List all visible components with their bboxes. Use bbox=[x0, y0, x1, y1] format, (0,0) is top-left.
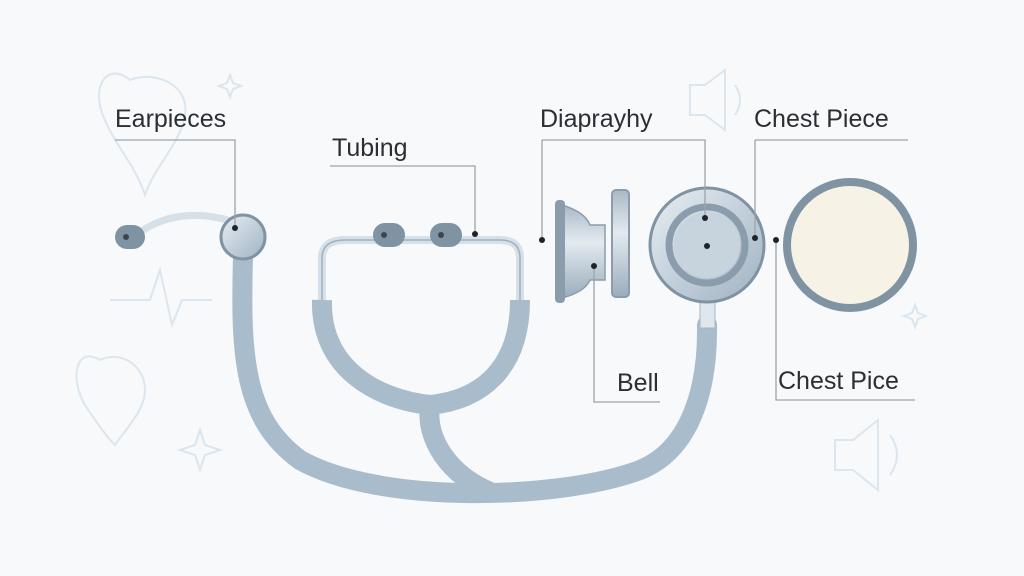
ear-tip bbox=[373, 223, 405, 247]
ear-tip-hole bbox=[438, 232, 444, 238]
label-diaphragm: Diaprayhy bbox=[540, 105, 653, 133]
bell-part bbox=[555, 189, 630, 303]
label-tubing: Tubing bbox=[332, 134, 408, 162]
sparkle-icon bbox=[901, 302, 929, 330]
sparkle-icon bbox=[216, 72, 244, 100]
label-chest-piece: Chest Piece bbox=[754, 105, 889, 133]
ear-tip-hole bbox=[381, 232, 387, 238]
sparkle-icon bbox=[176, 426, 224, 474]
pulse-line-icon bbox=[110, 266, 212, 329]
diaphragm-part bbox=[648, 186, 766, 329]
heart-outline-icon bbox=[75, 355, 147, 447]
ear-tip bbox=[115, 225, 145, 249]
speaker-icon bbox=[834, 417, 898, 493]
label-bell: Bell bbox=[617, 369, 659, 397]
ear-tip-hole bbox=[123, 234, 129, 240]
ear-tubes bbox=[318, 236, 524, 300]
speaker-icon bbox=[689, 68, 741, 132]
binaural-stem bbox=[419, 395, 500, 502]
label-chest-piece-bottom: Chest Pice bbox=[778, 367, 899, 395]
main-tubing bbox=[232, 248, 718, 504]
ear-tip bbox=[430, 223, 462, 247]
ear-tube-outline bbox=[321, 239, 521, 300]
decorative-background-icons bbox=[75, 68, 929, 493]
chest-piece-membrane bbox=[783, 178, 917, 312]
binaural-tubing bbox=[311, 299, 530, 416]
earpiece-joint bbox=[219, 213, 267, 261]
label-earpieces: Earpieces bbox=[115, 105, 227, 133]
heart-outline-icon bbox=[98, 72, 187, 199]
leader-dots bbox=[232, 215, 779, 269]
leader-lines bbox=[115, 139, 915, 403]
ear-tube-left bbox=[138, 211, 237, 235]
